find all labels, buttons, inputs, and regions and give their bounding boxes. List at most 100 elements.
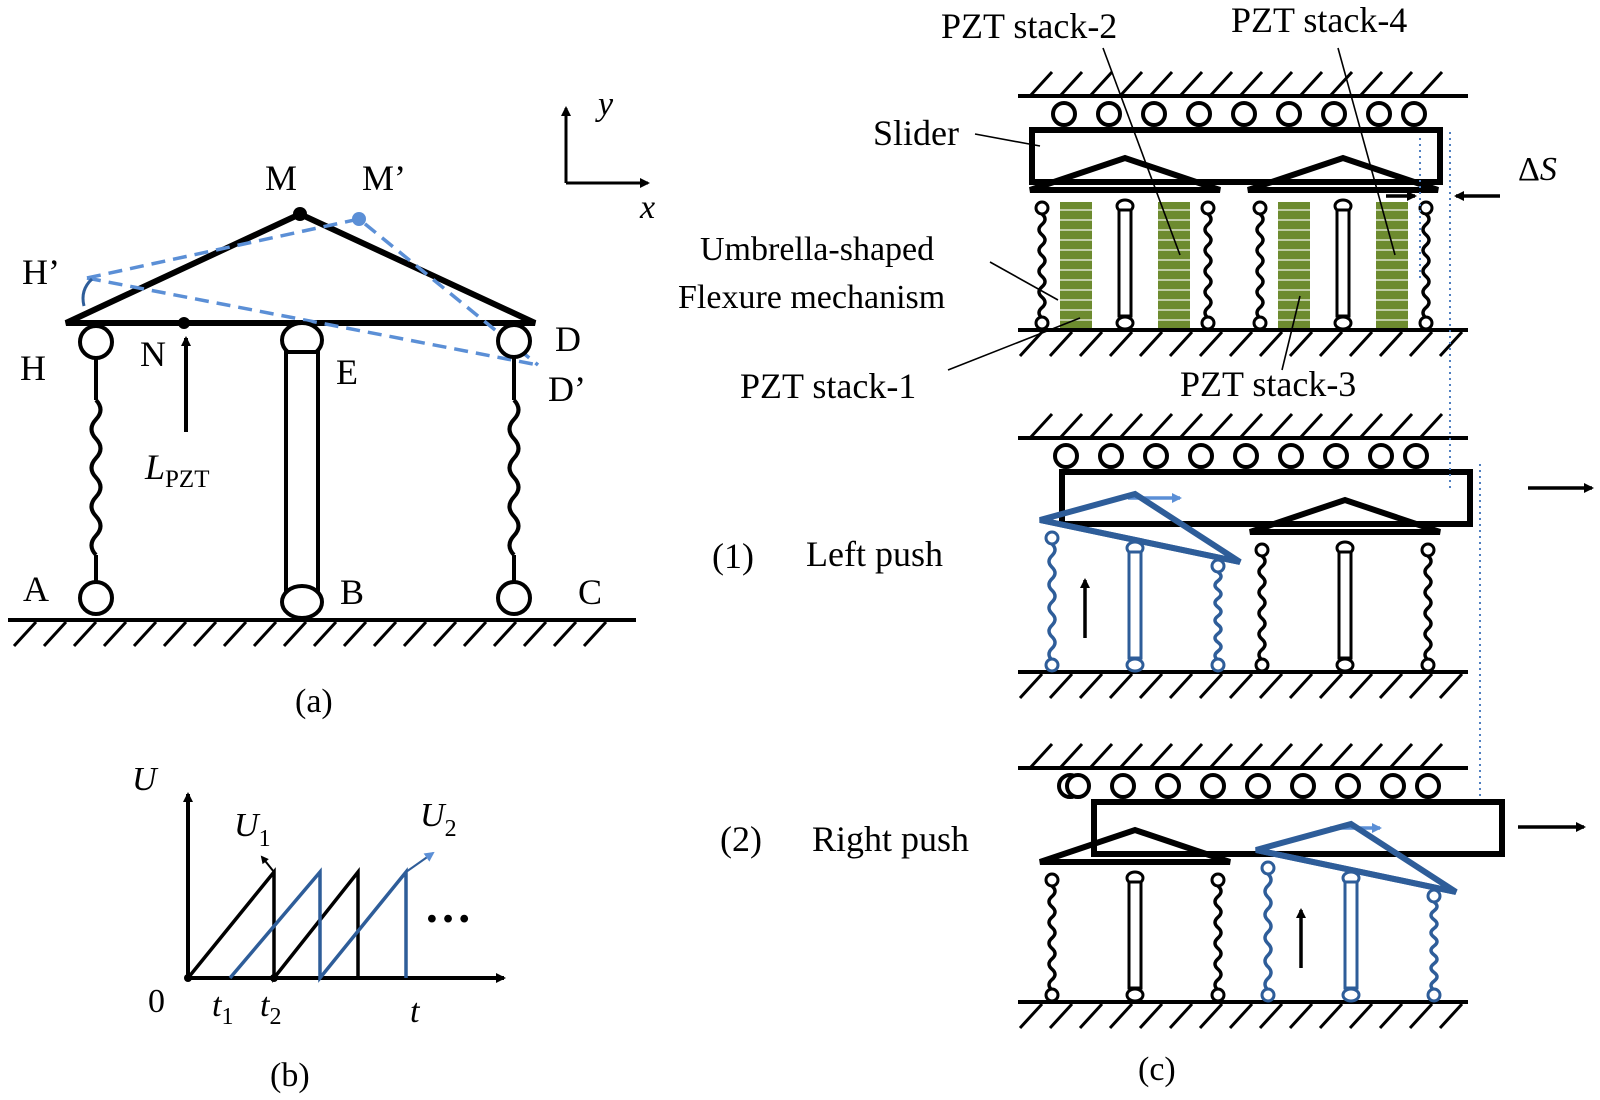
flexure-wave: [1255, 212, 1265, 320]
flexure-wave-left: [89, 398, 103, 557]
base-hatch-stroke: [1438, 1002, 1464, 1030]
label-umbrella-1: Umbrella-shaped: [700, 231, 934, 268]
label-step-1: (1): [712, 536, 754, 576]
guide-hatch-stroke: [1148, 742, 1174, 770]
rigid-link: [1127, 880, 1143, 990]
umbrella-triangle-small: [1029, 154, 1221, 193]
roller: [1323, 443, 1349, 469]
base-hatch-stroke: [1048, 330, 1074, 358]
roller: [1143, 443, 1169, 469]
base-hatch-stroke: [1108, 330, 1134, 358]
flexure-joint-top: [1210, 558, 1226, 574]
roller: [1065, 773, 1091, 799]
stage-right-push: [1018, 742, 1505, 1030]
rigid-joint-bottom: [1341, 987, 1361, 1003]
base-hatch-stroke: [1138, 330, 1164, 358]
guide-hatch-stroke: [1298, 412, 1324, 440]
flexure-joint-top: [1200, 200, 1216, 216]
roller: [1188, 443, 1214, 469]
roller: [1155, 773, 1181, 799]
flexure-joint-bottom: [1418, 315, 1434, 331]
ground-hatch-stroke: [402, 620, 428, 648]
base-hatch-stroke: [1228, 330, 1254, 358]
roller: [1051, 101, 1077, 127]
ground-hatch-stroke: [192, 620, 218, 648]
label-e: E: [336, 352, 358, 392]
y-axis-label: y: [595, 86, 614, 123]
label-zero: 0: [148, 983, 165, 1020]
x-axis-label: x: [639, 189, 655, 226]
label-t2: t2: [260, 987, 281, 1030]
joint-m: [293, 207, 307, 221]
guide-hatch-stroke: [1418, 70, 1444, 98]
roller: [1290, 773, 1316, 799]
guide-hatch-stroke: [1298, 70, 1324, 98]
flexure-joint-top: [1044, 872, 1060, 888]
ground-hatch-stroke: [372, 620, 398, 648]
roller: [1096, 101, 1122, 127]
roller: [1321, 101, 1347, 127]
pzt-stack: [1376, 202, 1408, 328]
flexure-joint-top: [1426, 888, 1442, 904]
label-umbrella-2: Flexure mechanism: [678, 279, 945, 316]
roller: [1231, 101, 1257, 127]
ground-hatch-stroke: [492, 620, 518, 648]
ground-hatch-stroke: [582, 620, 608, 648]
ground-hatch-stroke: [12, 620, 38, 648]
stage-initial: [1018, 70, 1468, 358]
flexure-joint-bottom: [1034, 315, 1050, 331]
guide-hatch-stroke: [1148, 70, 1174, 98]
guide-hatch-stroke: [1418, 742, 1444, 770]
label-slider: Slider: [873, 113, 959, 153]
base-hatch-stroke: [1228, 672, 1254, 700]
flexure-joint-top: [1420, 542, 1436, 558]
ground-hatch-stroke: [162, 620, 188, 648]
guide-hatch-stroke: [1058, 70, 1084, 98]
ground-hatch-stroke: [72, 620, 98, 648]
base-hatch-stroke: [1168, 1002, 1194, 1030]
rigid-link: [1337, 550, 1353, 660]
ground-hatch-stroke: [282, 620, 308, 648]
base-hatch-stroke: [1408, 330, 1434, 358]
base-hatch-stroke: [1228, 1002, 1254, 1030]
label-c: C: [578, 572, 602, 612]
stage-left-push: [1018, 412, 1473, 700]
roller: [1098, 443, 1124, 469]
rigid-link: [1343, 880, 1359, 990]
label-delta-s: ΔS: [1518, 151, 1557, 188]
ground-hatch-a: [12, 620, 608, 648]
deformed-top: [86, 217, 540, 367]
flexure-wave: [1423, 554, 1433, 662]
base-hatch-stroke: [1258, 672, 1284, 700]
base-hatch-stroke: [1378, 1002, 1404, 1030]
panel-b: U U1 U2 0 t1 t2 t … (b): [132, 761, 506, 1094]
guide-hatch-stroke: [1028, 70, 1054, 98]
guide-hatch-stroke: [1328, 742, 1354, 770]
guide-hatch-stroke: [1058, 412, 1084, 440]
ground-hatch-stroke: [522, 620, 548, 648]
pzt-stack: [1060, 202, 1092, 328]
guide-hatch-stroke: [1388, 742, 1414, 770]
flexure-joint-top: [1260, 860, 1276, 876]
label-h: H: [20, 348, 46, 388]
base-hatch-stroke: [1258, 1002, 1284, 1030]
roller: [1380, 773, 1406, 799]
caption-a: (a): [295, 683, 333, 720]
pzt-stack: [1278, 202, 1310, 328]
ground-hatch-stroke: [42, 620, 68, 648]
joint-n: [178, 317, 190, 329]
guide-hatch-stroke: [1388, 412, 1414, 440]
ground-hatch-stroke: [342, 620, 368, 648]
flexure-joint-top: [1254, 542, 1270, 558]
guide-hatch-stroke: [1268, 412, 1294, 440]
flexure-joint-top: [1044, 530, 1060, 546]
base-hatch-stroke: [1018, 1002, 1044, 1030]
label-a: A: [23, 569, 49, 609]
flexure-wave: [1203, 212, 1213, 320]
flexure-wave: [1213, 570, 1223, 662]
slider-body: [1091, 799, 1505, 857]
flexure-wave: [1429, 900, 1439, 992]
rigid-link: [1335, 208, 1351, 318]
base-hatch-stroke: [1198, 330, 1224, 358]
